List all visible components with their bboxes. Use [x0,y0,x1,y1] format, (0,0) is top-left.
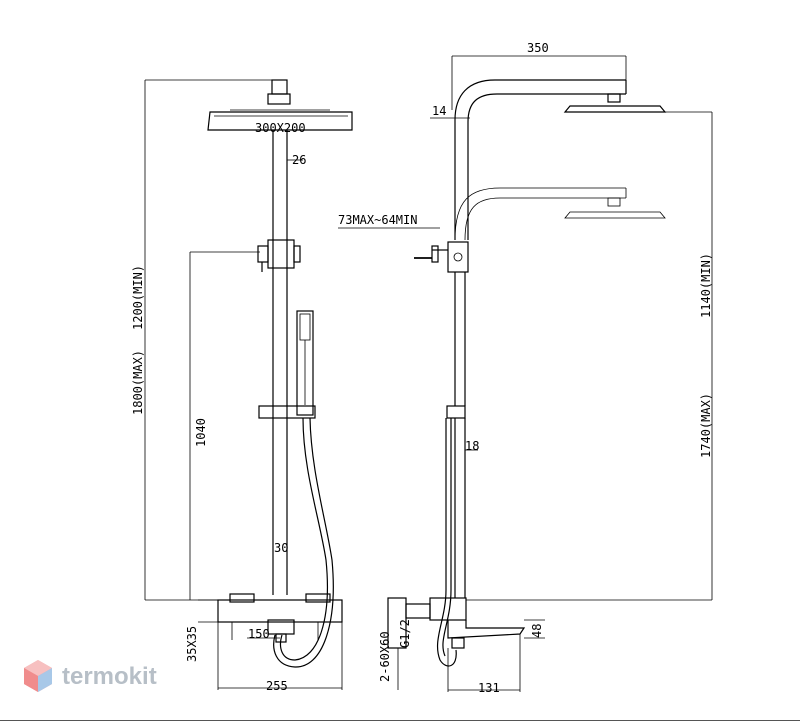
dim-spout-length: 131 [478,681,500,695]
hand-shower [258,310,316,419]
dim-hose-width: 30 [274,541,288,555]
dim-head-size: 300X200 [255,121,306,135]
dim-mixer-width: 255 [266,679,288,693]
side-mixer [387,597,545,692]
dim-spout-height: 48 [530,624,544,638]
dim-inlet-center: 150 [248,627,270,641]
dim-valve-height: 1040 [194,418,208,447]
front-view [144,79,353,690]
dim-height-max-right: 1740(MAX) [699,393,713,458]
dim-pipe-diameter: 14 [432,104,446,118]
dim-thread: G1/2 [398,619,412,648]
lower-arm [454,187,666,241]
shower-hose [273,417,334,668]
dim-height-min-left: 1200(MIN) [131,265,145,330]
dim-wall-bracket: 2-60X60 [378,631,392,682]
termokit-logo: termokit [24,660,157,692]
upper-arm [454,79,712,240]
dim-height-min-right: 1140(MIN) [699,253,713,318]
side-view [338,55,713,692]
rain-shower-head [207,79,353,131]
dim-rail-diameter: 26 [292,153,306,167]
side-diverter [338,227,469,273]
thermostat-mixer [198,593,343,690]
dim-arm-range: 73MAX~64MIN [338,213,417,227]
brand-name: termokit [62,663,157,690]
dim-head-width: 350 [527,41,549,55]
shower-rail [257,130,303,595]
dim-height-max-left: 1800(MAX) [131,350,145,415]
dim-eccentric: 35X35 [185,626,199,662]
bottom-rule [0,720,800,721]
side-pipe [446,272,478,598]
dim-lower-pipe: 18 [465,439,479,453]
side-hose [436,418,457,667]
